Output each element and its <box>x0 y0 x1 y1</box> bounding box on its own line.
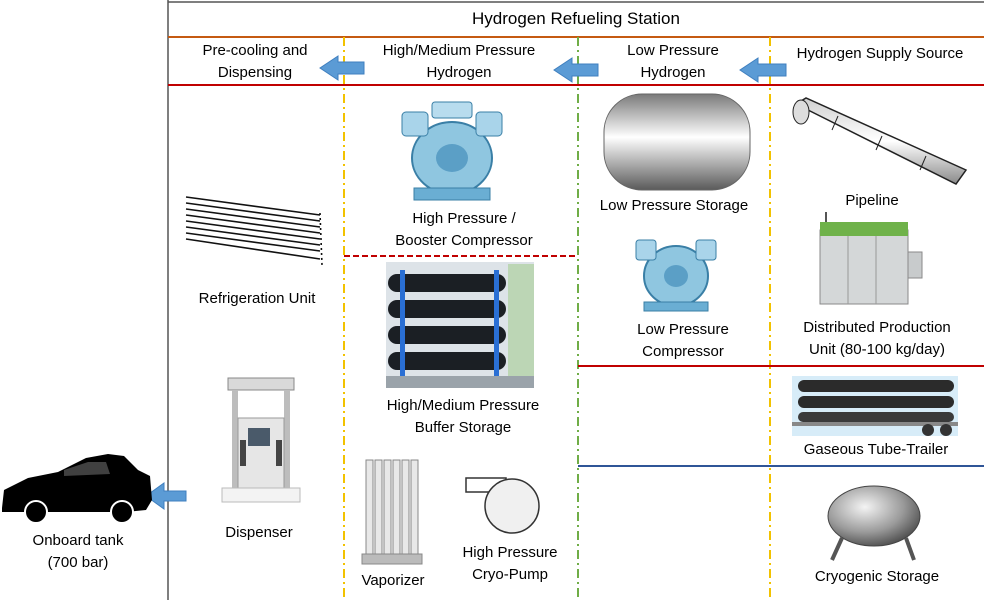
arrow-low-to-highmedium <box>553 57 599 83</box>
refrigeration-unit-icon <box>185 196 323 266</box>
vaporizer-label: Vaporizer <box>350 570 436 592</box>
buffer-storage-label-line2: Buffer Storage <box>414 419 512 436</box>
distributed-unit-label: Distributed Production Unit (80-100 kg/d… <box>780 317 974 361</box>
pipeline-icon <box>792 97 968 185</box>
column-header-low-line2: Hydrogen <box>640 64 706 81</box>
vehicle-label: Onboard tank (700 bar) <box>16 530 140 574</box>
cryo-pump-icon <box>465 477 540 534</box>
lp-storage-label-line1: Low Pressure Storage <box>599 197 749 214</box>
cryogenic-storage-icon <box>827 485 921 561</box>
distributed-unit-label-line1: Distributed Production <box>803 319 951 336</box>
arrow-supply-to-low <box>739 57 787 83</box>
vehicle-label-line1: Onboard tank <box>32 532 124 549</box>
column-header-precooling: Pre-cooling and Dispensing <box>182 40 328 84</box>
arrow-highmedium-to-precool <box>319 55 365 81</box>
pipeline-label: Pipeline <box>824 190 920 212</box>
lp-compressor-label-line2: Compressor <box>642 343 724 360</box>
lp-storage-label: Low Pressure Storage <box>584 195 764 217</box>
hp-compressor-label-line1: High Pressure / <box>412 210 516 227</box>
lp-compressor-label: Low Pressure Compressor <box>608 319 758 363</box>
low-pressure-storage-icon <box>603 93 751 191</box>
lp-compressor-label-line1: Low Pressure <box>637 321 729 338</box>
vehicle-icon <box>2 454 152 524</box>
column-header-low-line1: Low Pressure <box>627 42 719 59</box>
refrigeration-unit-label: Refrigeration Unit <box>174 288 340 310</box>
cryo-pump-label-line2: Cryo-Pump <box>472 566 548 583</box>
column-header-low: Low Pressure Hydrogen <box>600 40 746 84</box>
buffer-storage-label: High/Medium Pressure Buffer Storage <box>356 395 570 439</box>
dispenser-label-line1: Dispenser <box>225 524 293 541</box>
hp-compressor-label-line2: Booster Compressor <box>395 232 533 249</box>
hp-compressor-label: High Pressure / Booster Compressor <box>366 208 562 252</box>
tube-trailer-label-line1: Gaseous Tube-Trailer <box>803 441 949 458</box>
column-header-precooling-line2: Dispensing <box>217 64 293 81</box>
high-pressure-compressor-icon <box>401 101 503 201</box>
cryo-pump-label-line1: High Pressure <box>462 544 558 561</box>
cryo-pump-label: High Pressure Cryo-Pump <box>446 542 574 586</box>
distributed-unit-label-line2: Unit (80-100 kg/day) <box>809 341 945 358</box>
column-header-high-medium-line1: High/Medium Pressure <box>382 42 536 59</box>
tube-trailer-icon <box>792 376 958 436</box>
buffer-storage-label-line1: High/Medium Pressure <box>386 397 540 414</box>
cryogenic-storage-label-line1: Cryogenic Storage <box>814 568 940 585</box>
diagram-title: Hydrogen Refueling Station <box>472 9 680 28</box>
pipeline-label-line1: Pipeline <box>845 192 899 209</box>
column-header-precooling-line1: Pre-cooling and <box>202 42 308 59</box>
column-header-supply: Hydrogen Supply Source <box>782 43 978 65</box>
vaporizer-icon <box>361 459 423 565</box>
tube-trailer-label: Gaseous Tube-Trailer <box>786 439 966 461</box>
distributed-production-unit-icon <box>819 212 923 305</box>
column-header-high-medium: High/Medium Pressure Hydrogen <box>362 40 556 84</box>
column-header-supply-line1: Hydrogen Supply Source <box>796 45 964 62</box>
vaporizer-label-line1: Vaporizer <box>361 572 425 589</box>
low-pressure-compressor-icon <box>635 239 717 312</box>
dispenser-icon <box>221 377 301 503</box>
buffer-storage-icon <box>386 262 534 388</box>
arrow-dispenser-to-vehicle <box>145 482 187 510</box>
vehicle-label-line2: (700 bar) <box>47 554 109 571</box>
column-header-high-medium-line2: Hydrogen <box>426 64 492 81</box>
refrigeration-unit-label-line1: Refrigeration Unit <box>198 290 316 307</box>
dispenser-label: Dispenser <box>200 522 318 544</box>
cryogenic-storage-label: Cryogenic Storage <box>792 566 962 588</box>
